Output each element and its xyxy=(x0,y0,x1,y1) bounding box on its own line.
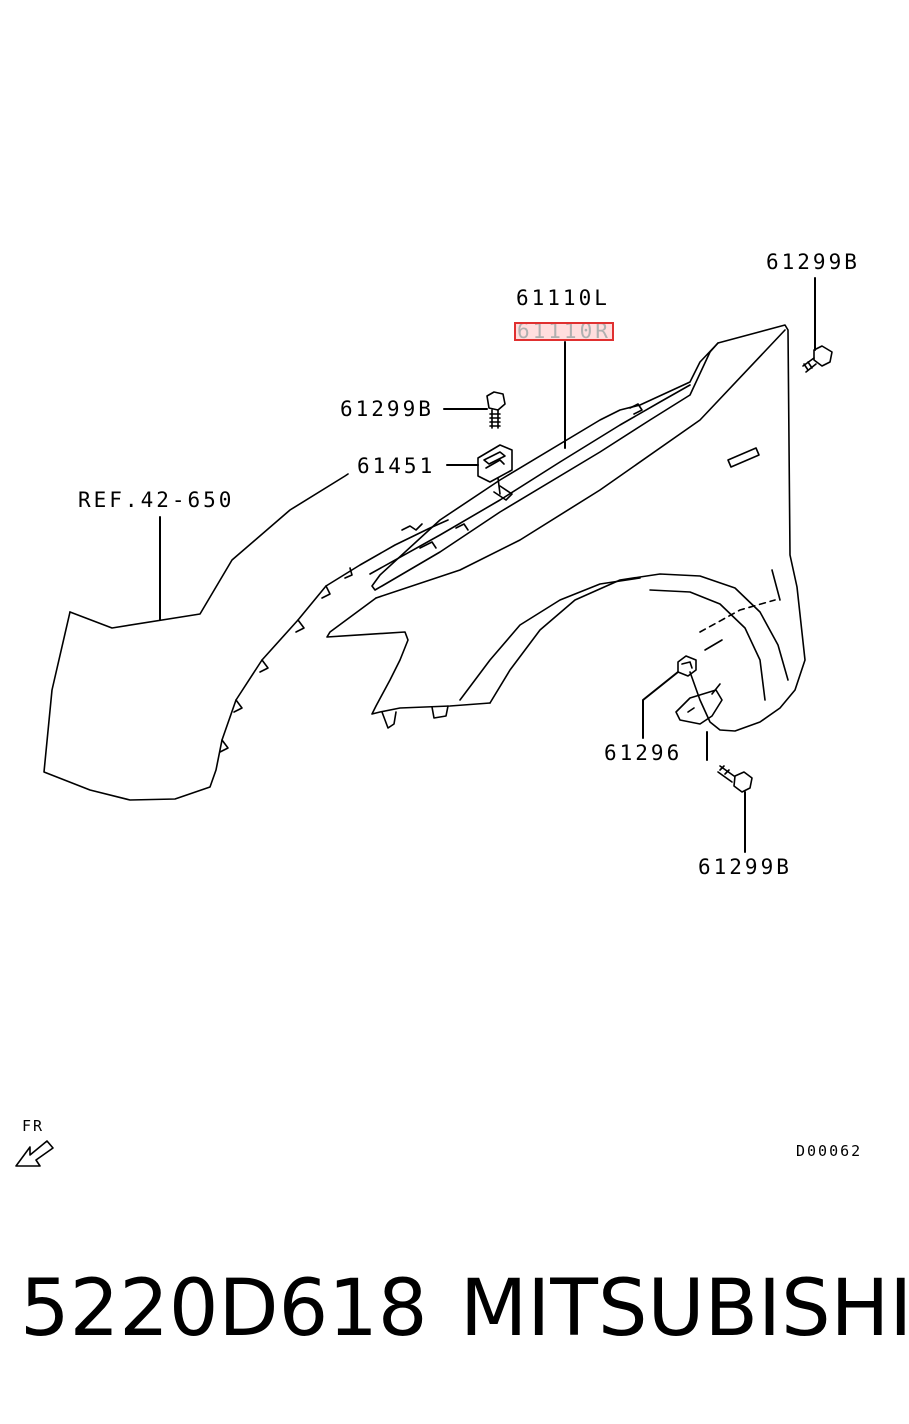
parts-diagram: 61299B 61110L 61110R 61299B 61451 REF.42… xyxy=(15,250,863,1167)
lower-bracket xyxy=(675,683,723,725)
label-fender-left: 61110L xyxy=(516,286,610,310)
label-reference: REF.42-650 xyxy=(78,488,235,512)
footer: 5220D618 MITSUBISHI xyxy=(20,1264,909,1380)
part-number: 5220D618 xyxy=(20,1264,428,1354)
diagram-code: D00062 xyxy=(796,1142,863,1160)
fender-liner xyxy=(43,473,449,801)
leader-lines xyxy=(159,277,816,853)
label-bolt-upper: 61299B xyxy=(340,397,434,421)
label-clip: 61296 xyxy=(604,741,683,765)
bolt-upper xyxy=(486,391,506,429)
label-bracket: 61451 xyxy=(357,454,436,478)
label-fender-right-highlighted[interactable]: 61110R xyxy=(514,322,614,341)
bracket-part xyxy=(477,444,513,495)
direction-label: FR xyxy=(22,1117,45,1135)
label-bolt-lower: 61299B xyxy=(698,855,792,879)
brand-name: MITSUBISHI xyxy=(460,1264,909,1354)
clip-part xyxy=(677,655,697,677)
bolt-lower xyxy=(717,765,753,793)
fender-panel xyxy=(326,324,806,732)
direction-arrow-icon xyxy=(15,1140,54,1167)
label-bolt-top-right: 61299B xyxy=(766,250,860,274)
bolt-top-right xyxy=(802,345,833,373)
fender-drawing xyxy=(15,277,833,1167)
